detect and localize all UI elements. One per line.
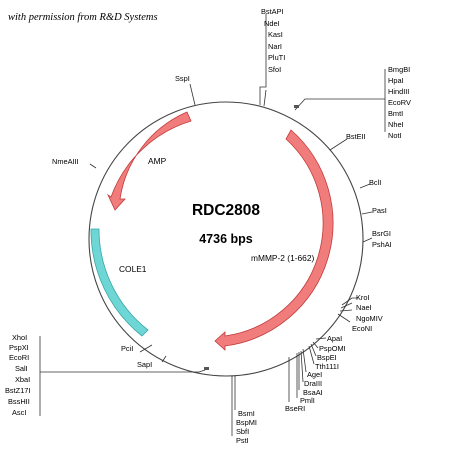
- site-label: BmtI: [388, 109, 403, 118]
- site-leader-sapi: [161, 355, 167, 363]
- site-label: AscI: [12, 408, 26, 417]
- site-label: BmgBI: [388, 65, 410, 74]
- site-leader-left-bottom: [39, 336, 206, 416]
- site-leader-bsteii: [329, 138, 348, 151]
- site-label: SalI: [15, 364, 28, 373]
- site-label: AgeI: [307, 370, 322, 379]
- site-label: NheI: [388, 120, 404, 129]
- site-leader-apai: [315, 337, 327, 340]
- permission-credit: with permission from R&D Systems: [8, 12, 158, 23]
- site-label: BssHII: [8, 397, 30, 406]
- site-leader-pcii: [139, 344, 153, 353]
- site-tick: [340, 302, 353, 309]
- site-leader-pasi: [361, 211, 373, 215]
- site-label: BstZ17I: [5, 386, 30, 395]
- site-label: BsmI: [238, 409, 255, 418]
- mmp2-label: mMMP-2 (1-662): [251, 253, 314, 263]
- site-label: NaeI: [356, 303, 372, 312]
- site-label: NdeI: [264, 19, 280, 28]
- site-label: DraIII: [304, 379, 322, 388]
- site-label: EcoNI: [352, 324, 372, 333]
- cole1-label: COLE1: [119, 264, 147, 274]
- site-tick: [339, 309, 353, 312]
- mcs-right-marker: [294, 105, 299, 108]
- site-leader-right-top: [294, 69, 386, 132]
- site-tick: [310, 343, 317, 357]
- site-label: SbfI: [236, 427, 249, 436]
- sites-bottom-group: BsmI BspMI SbfI PstI: [236, 409, 257, 445]
- site-leader-nmeaiii: [89, 163, 97, 169]
- plasmid-name: RDC2808: [192, 202, 260, 219]
- site-label-nmeaiii: NmeAIII: [52, 157, 79, 166]
- site-label: KasI: [268, 30, 283, 39]
- site-label: EcoRI: [9, 353, 29, 362]
- site-label: BstAPI: [261, 7, 284, 16]
- site-label: PmlI: [300, 396, 315, 405]
- site-tick: [308, 345, 315, 365]
- sites-kroi-group: KroI NaeI NgoMIV EcoNI: [352, 293, 383, 333]
- site-label: HpaI: [388, 76, 404, 85]
- plasmid-backbone: [88, 101, 364, 377]
- site-label: NarI: [268, 42, 282, 51]
- site-leader-agei: [302, 348, 307, 373]
- site-label: NgoMIV: [356, 314, 383, 323]
- site-label: PspOMI: [319, 344, 346, 353]
- cole1-origin-feature: [90, 228, 149, 337]
- site-label: KroI: [356, 293, 370, 302]
- site-label-pcii: PciI: [121, 344, 133, 353]
- site-label-bcli: BclI: [369, 178, 381, 187]
- site-label: PluTI: [268, 53, 285, 62]
- site-label: PshAI: [372, 240, 392, 249]
- site-label: ApaI: [327, 334, 342, 343]
- sites-agei-group: AgeI DraIII BsaAI PmlI: [300, 370, 323, 405]
- site-label: BspMI: [236, 418, 257, 427]
- site-label: Tth111I: [315, 362, 339, 371]
- site-tick: [300, 350, 304, 383]
- sites-left-bottom-group: XhoI PspXI EcoRI SalI XbaI BstZ17I BssHI…: [5, 333, 30, 417]
- site-label-pasi: PasI: [372, 206, 387, 215]
- sites-apai-group: ApaI PspOMI BspEI Tth111I: [315, 334, 346, 371]
- site-label-bseri: BseRI: [285, 404, 305, 413]
- plasmid-size: 4736 bps: [199, 232, 253, 246]
- site-tick: [312, 341, 319, 349]
- site-label: XhoI: [12, 333, 27, 342]
- site-tick-top-2: [263, 89, 267, 107]
- mmp2-cds-feature: [214, 129, 334, 351]
- site-leader-bcli: [359, 183, 371, 189]
- site-label: HindIII: [388, 87, 409, 96]
- site-label-sapi: SapI: [137, 360, 152, 369]
- site-label: EcoRV: [388, 98, 411, 107]
- sites-right-top-group: BmgBI HpaI HindIII EcoRV BmtI NheI NotI: [388, 65, 411, 140]
- site-label: BsrGI: [372, 229, 391, 238]
- site-label: NotI: [388, 131, 402, 140]
- site-leader-kroi: [341, 297, 358, 306]
- site-leader-bsrgi: [362, 237, 373, 243]
- site-label: BspEI: [317, 353, 337, 362]
- site-label: SfoI: [268, 65, 281, 74]
- site-label: PspXI: [9, 343, 29, 352]
- site-label: PstI: [236, 436, 249, 445]
- amp-cds-feature: [107, 111, 192, 211]
- site-label-bsteii: BstEII: [346, 132, 366, 141]
- site-label: BsaAI: [303, 388, 323, 397]
- site-label: XbaI: [15, 375, 30, 384]
- sites-top-group: BstAPI NdeI KasI NarI PluTI SfoI: [261, 7, 285, 74]
- site-tick: [337, 313, 351, 323]
- site-leader-top: [259, 14, 267, 105]
- amp-label: AMP: [148, 156, 167, 166]
- mcs-left-marker: [204, 367, 209, 370]
- site-leader-sspi: [189, 83, 196, 106]
- site-label-sspi: SspI: [175, 74, 190, 83]
